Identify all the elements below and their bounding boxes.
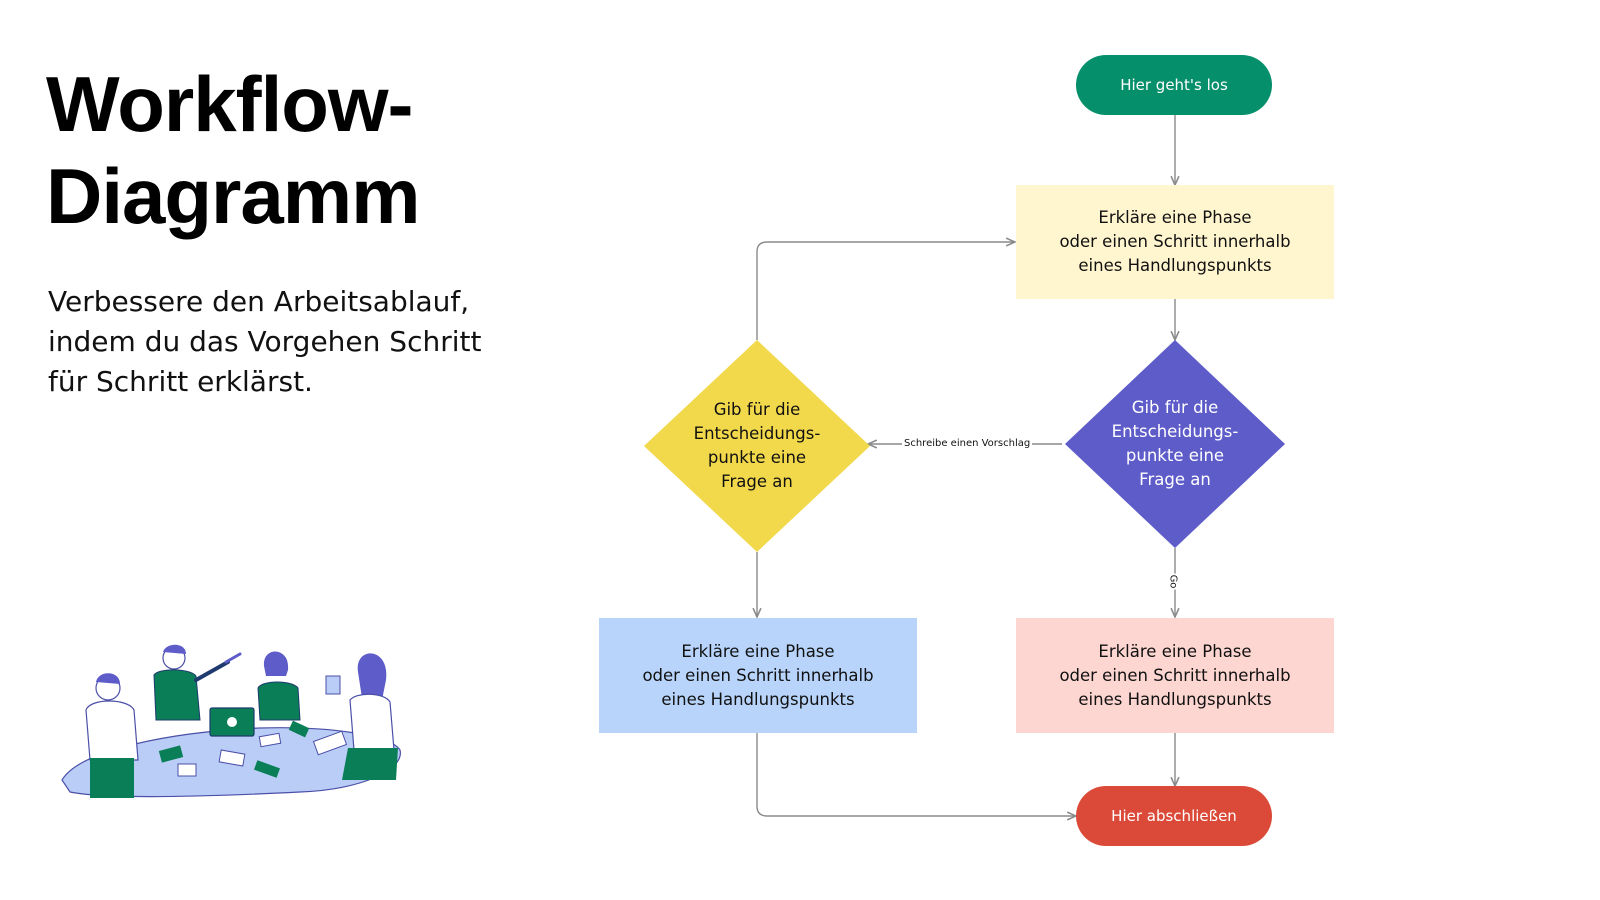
page-title: Workflow- Diagramm bbox=[46, 58, 420, 242]
decision-right-shape bbox=[1065, 340, 1285, 548]
page-subtitle: Verbessere den Arbeitsablauf, indem du d… bbox=[48, 285, 482, 398]
decision-left-label: Gib für die Entscheidungs- punkte eine F… bbox=[693, 400, 821, 491]
edge-go-label: Go bbox=[1167, 573, 1179, 590]
start-node-label: Hier geht's los bbox=[1120, 76, 1228, 94]
title-line-2: Diagramm bbox=[46, 152, 420, 240]
step-right-node[interactable]: Erkläre eine Phase oder einen Schritt in… bbox=[1016, 618, 1334, 733]
team-meeting-illustration bbox=[61, 644, 401, 798]
title-line-1: Workflow- bbox=[46, 60, 414, 148]
step-right-label: Erkläre eine Phase oder einen Schritt in… bbox=[1059, 641, 1291, 709]
decision-right-label: Gib für die Entscheidungs- punkte eine F… bbox=[1111, 398, 1239, 489]
start-node[interactable]: Hier geht's los bbox=[1076, 55, 1272, 115]
step-top-node[interactable]: Erkläre eine Phase oder einen Schritt in… bbox=[1016, 185, 1334, 299]
edge-suggest-label: Schreibe einen Vorschlag bbox=[902, 438, 1033, 449]
step-top-label: Erkläre eine Phase oder einen Schritt in… bbox=[1059, 208, 1291, 275]
decision-left-shape bbox=[644, 340, 870, 552]
edge-step-left-to-end bbox=[756, 732, 1076, 816]
end-node-label: Hier abschließen bbox=[1111, 807, 1237, 825]
step-left-node[interactable]: Erkläre eine Phase oder einen Schritt in… bbox=[599, 618, 917, 733]
step-left-label: Erkläre eine Phase oder einen Schritt in… bbox=[642, 641, 874, 709]
edge-decision-left-to-step-top bbox=[756, 242, 1015, 340]
end-node[interactable]: Hier abschließen bbox=[1076, 786, 1272, 846]
